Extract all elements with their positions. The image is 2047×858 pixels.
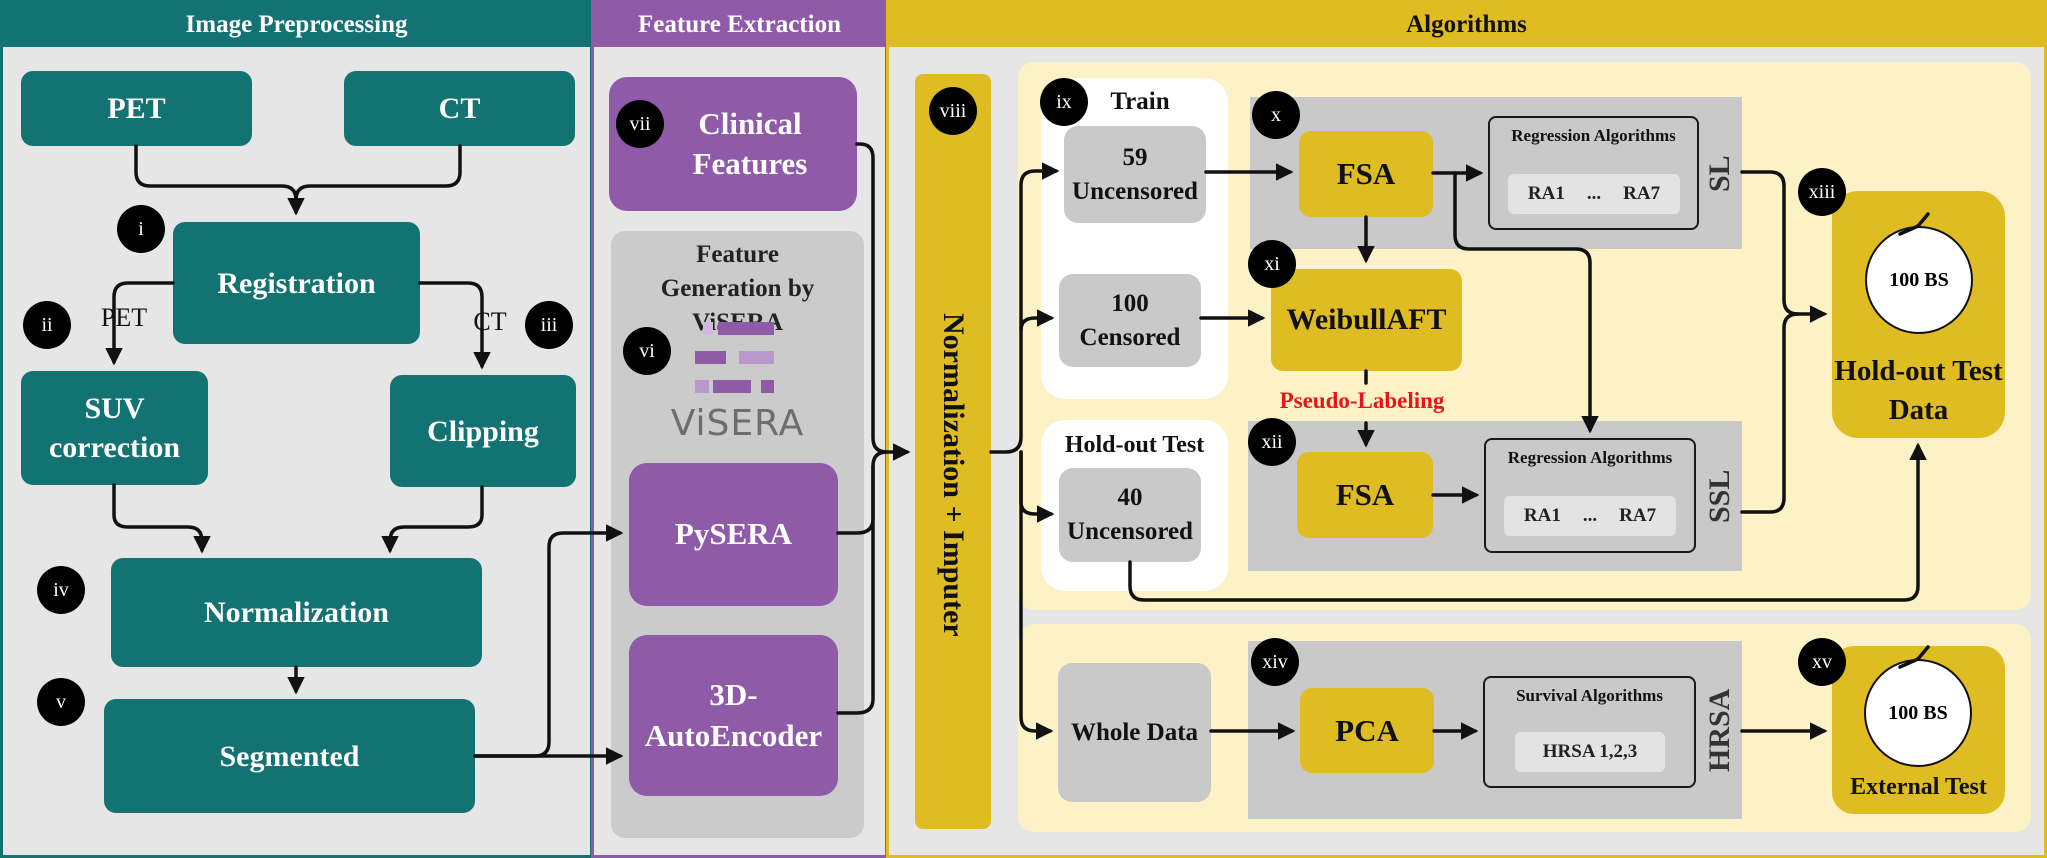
fsa-bottom-box: FSA [1297, 452, 1433, 538]
train-title: Train [1110, 88, 1170, 115]
dots-label: ... [1586, 183, 1602, 204]
badge-iii: iii [525, 301, 573, 349]
badge-xi: xi [1248, 240, 1296, 288]
uncensored-40-box: 40 Uncensored [1059, 468, 1201, 562]
badge-xiv: xiv [1251, 638, 1299, 686]
uncensored-59-box: 59 Uncensored [1064, 126, 1206, 223]
visera-logo-mark [695, 322, 780, 394]
ra7-label-2: RA7 [1619, 505, 1657, 526]
regression-algorithms-ssl: Regression Algorithms RA1 ... RA7 [1484, 438, 1696, 553]
badge-ii: ii [23, 301, 71, 349]
visera-logo: ViSERA [670, 403, 805, 444]
badge-xv: xv [1798, 638, 1846, 686]
fsa-top-box: FSA [1299, 131, 1433, 217]
survival-algorithms-title: Survival Algorithms [1516, 686, 1663, 705]
holdout-title: Hold-out Test [1064, 432, 1205, 458]
normalization-imputer-label: Normalization + Imputer [937, 313, 970, 637]
external-test-label: External Test [1850, 774, 1987, 800]
dots-label-2: ... [1582, 505, 1598, 526]
regression-algorithms-ssl-title: Regression Algorithms [1507, 448, 1673, 467]
ra1-chip-ssl: RA1 ... RA7 [1504, 496, 1676, 536]
badge-vii: vii [616, 100, 664, 148]
survival-algorithms-box: Survival Algorithms HRSA 1,2,3 [1483, 676, 1696, 788]
bootstrap-circle-1: 100 BS [1865, 226, 1973, 334]
ra1-chip-sl: RA1 ... RA7 [1508, 174, 1680, 214]
registration-box: Registration [173, 222, 420, 344]
badge-xii: xii [1248, 418, 1296, 466]
pca-box: PCA [1300, 688, 1434, 773]
whole-data-box: Whole Data [1058, 663, 1211, 802]
extraction-title: Feature Extraction [594, 3, 885, 47]
regression-algorithms-sl-title: Regression Algorithms [1511, 126, 1676, 145]
regression-algorithms-sl: Regression Algorithms RA1 ... RA7 [1488, 116, 1699, 230]
pet-box: PET [21, 71, 252, 146]
ct-box: CT [344, 71, 575, 146]
segmented-box: Segmented [104, 699, 475, 813]
pseudo-labeling-label: Pseudo-Labeling [1279, 388, 1445, 413]
badge-viii: viii [929, 87, 977, 135]
badge-iv: iv [37, 566, 85, 614]
algorithms-title: Algorithms [889, 3, 2044, 47]
badge-ix: ix [1040, 78, 1088, 126]
badge-vi: vi [623, 327, 671, 375]
normalization-imputer-bar [915, 74, 991, 829]
pysera-box: PySERA [629, 463, 838, 606]
badge-v: v [37, 678, 85, 726]
ra7-label: RA7 [1623, 183, 1661, 204]
holdout-test-data-label: Hold-out Test Data [1834, 355, 2003, 427]
ra1-label-2: RA1 [1523, 505, 1561, 526]
autoencoder-box: 3D-AutoEncoder [629, 635, 838, 796]
suv-correction-box: SUV correction [21, 371, 208, 485]
hrsa-chip: HRSA 1,2,3 [1515, 732, 1665, 772]
badge-i: i [117, 205, 165, 253]
ct-branch-label: CT [473, 307, 507, 336]
badge-x: x [1252, 91, 1300, 139]
pet-branch-label: PET [100, 303, 148, 332]
ra1-label: RA1 [1527, 183, 1565, 204]
weibull-aft-box: WeibullAFT [1271, 269, 1462, 371]
preprocessing-title: Image Preprocessing [3, 3, 590, 47]
clipping-box: Clipping [390, 375, 576, 487]
badge-xiii: xiii [1798, 168, 1846, 216]
normalization-box: Normalization [111, 558, 482, 667]
censored-100-box: 100 Censored [1059, 274, 1201, 367]
